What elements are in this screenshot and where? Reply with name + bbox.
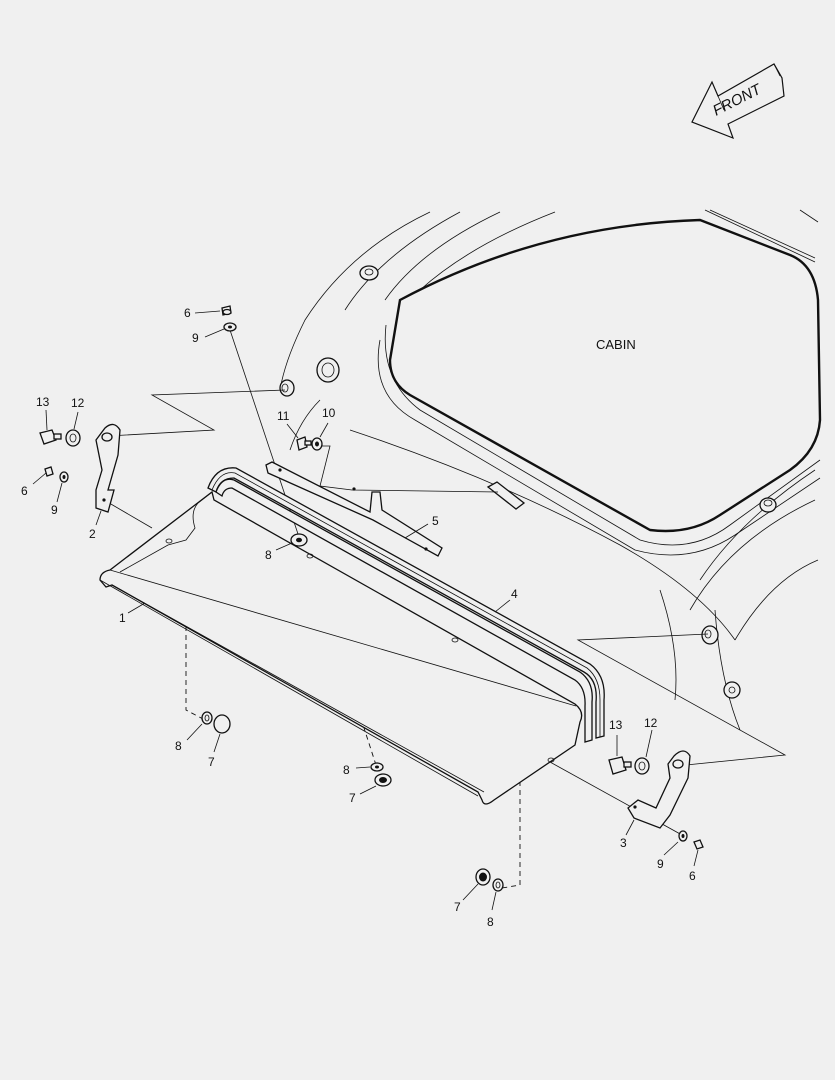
callout-10: 10 <box>322 406 336 420</box>
callout-6-top: 6 <box>184 306 191 320</box>
callout-9-left: 9 <box>51 503 58 517</box>
front-label: FRONT <box>710 80 765 119</box>
callout-5: 5 <box>432 514 439 528</box>
callout-9-right: 9 <box>657 857 664 871</box>
callout-numbers: 6 9 11 10 13 12 6 9 2 1 5 4 8 8 7 8 7 13… <box>21 306 696 929</box>
fasteners <box>39 305 704 892</box>
part-1-panel <box>99 490 583 805</box>
front-direction-arrow: FRONT <box>691 63 785 140</box>
callout-12-left: 12 <box>71 396 85 410</box>
callout-8-bottom: 8 <box>343 763 350 777</box>
callout-8-lower: 8 <box>487 915 494 929</box>
callout-13-right: 13 <box>609 718 623 732</box>
part-2-bracket <box>95 423 121 513</box>
callout-7-lower: 7 <box>454 900 461 914</box>
part-5-strip <box>265 461 443 557</box>
callout-8-left: 8 <box>175 739 182 753</box>
callout-2: 2 <box>89 527 96 541</box>
callout-7-bottom: 7 <box>349 791 356 805</box>
callout-1: 1 <box>119 611 126 625</box>
cabin-label: CABIN <box>596 337 636 352</box>
callout-13-left: 13 <box>36 395 50 409</box>
part-4-edge-trim <box>207 467 605 743</box>
callout-8-center: 8 <box>265 548 272 562</box>
callout-12-right: 12 <box>644 716 658 730</box>
callout-7-left: 7 <box>208 755 215 769</box>
callout-3: 3 <box>620 836 627 850</box>
part-3-bracket <box>627 750 691 829</box>
callout-9-top: 9 <box>192 331 199 345</box>
callout-4: 4 <box>511 587 518 601</box>
callout-11: 11 <box>277 409 290 423</box>
callout-leaders <box>32 310 699 911</box>
cabin-body: CABIN <box>279 209 822 731</box>
callout-6-right: 6 <box>689 869 696 883</box>
callout-6-left: 6 <box>21 484 28 498</box>
